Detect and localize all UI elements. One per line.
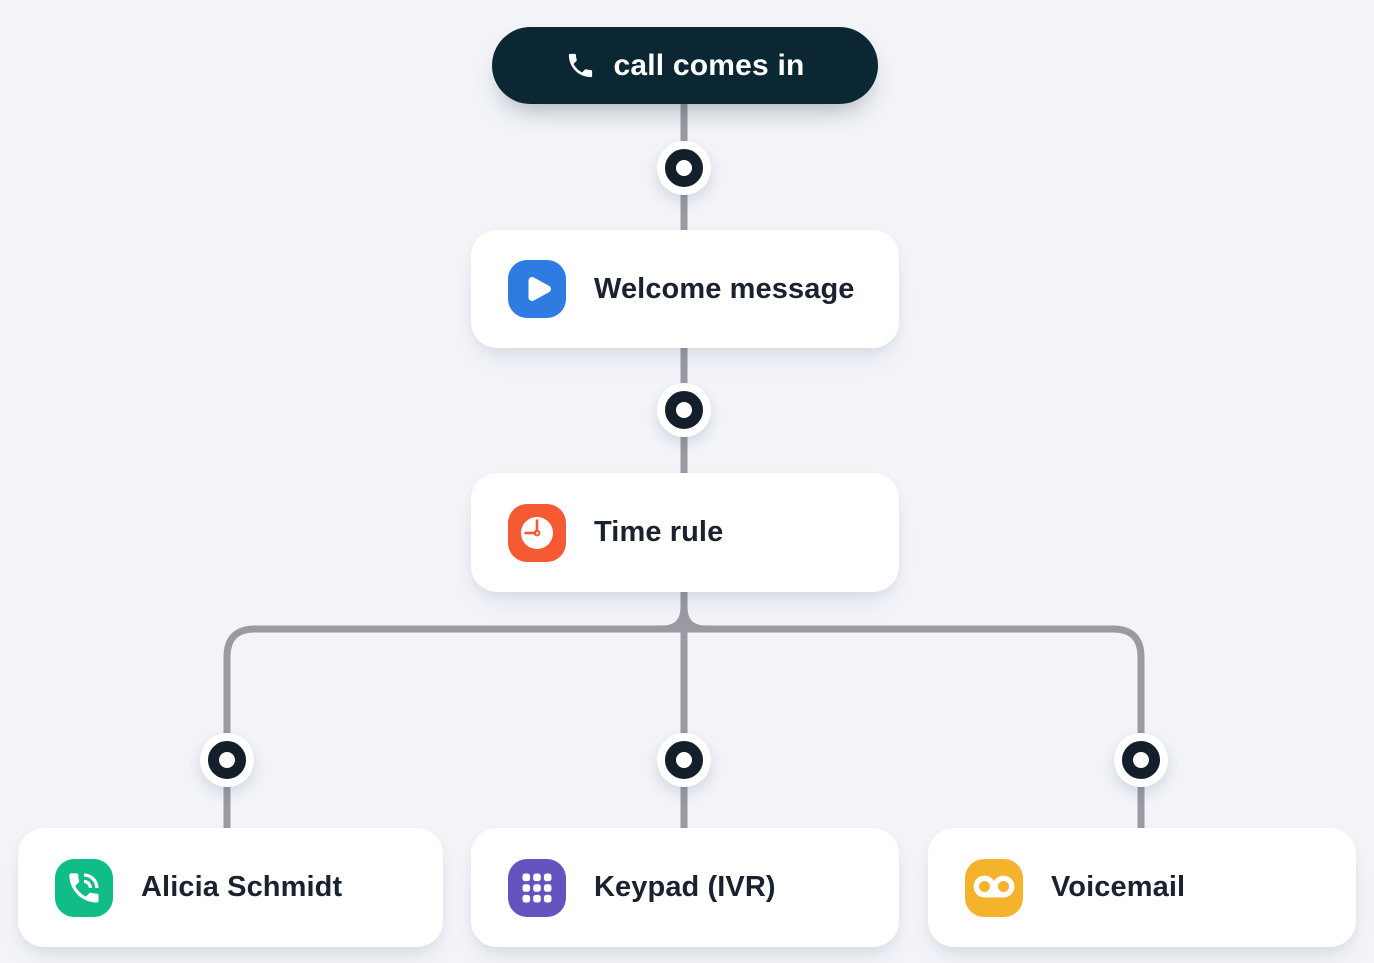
node-welcome-message[interactable]: Welcome message xyxy=(471,230,899,348)
connector-dot-icon xyxy=(665,149,703,187)
play-icon xyxy=(508,260,566,318)
node-time-rule[interactable]: Time rule xyxy=(471,473,899,592)
connector-node-branch-keypad[interactable] xyxy=(657,733,711,787)
node-keypad-ivr[interactable]: Keypad (IVR) xyxy=(471,828,899,947)
connector-dot-icon xyxy=(1122,741,1160,779)
node-alicia-schmidt[interactable]: Alicia Schmidt xyxy=(18,828,443,947)
node-label: Alicia Schmidt xyxy=(141,871,343,903)
node-label: Keypad (IVR) xyxy=(594,871,776,903)
connector-node-branch-voicemail[interactable] xyxy=(1114,733,1168,787)
connector-node-branch-alicia[interactable] xyxy=(200,733,254,787)
connector-node-welcome-timerule[interactable] xyxy=(657,383,711,437)
connector-node-trigger-welcome[interactable] xyxy=(657,141,711,195)
node-voicemail[interactable]: Voicemail xyxy=(928,828,1356,947)
connector-dot-icon xyxy=(665,391,703,429)
clock-icon xyxy=(508,503,566,562)
trigger-label: call comes in xyxy=(613,48,805,82)
node-label: Welcome message xyxy=(594,272,855,305)
call-comes-in-trigger[interactable]: call comes in xyxy=(492,27,878,104)
node-label: Voicemail xyxy=(1051,871,1186,903)
voicemail-icon xyxy=(965,858,1023,917)
phone-icon xyxy=(569,53,593,78)
connector-dot-icon xyxy=(208,741,246,779)
connector-dot-icon xyxy=(665,741,703,779)
keypad-icon xyxy=(508,858,566,917)
node-label: Time rule xyxy=(594,516,724,548)
phone-call-icon xyxy=(55,858,113,917)
